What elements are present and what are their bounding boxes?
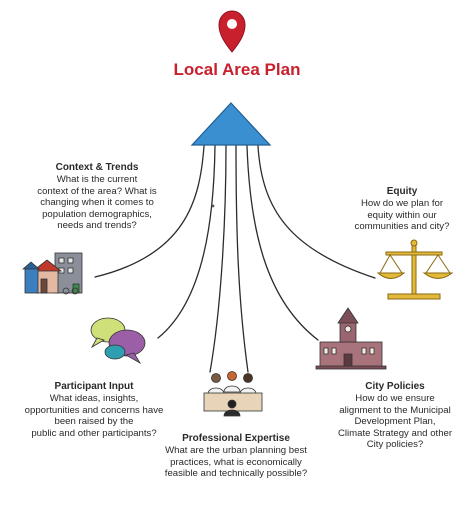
small-dot [211,204,215,208]
converging-lines [94,145,376,373]
block-text: What are the urban planning best practic… [164,445,308,480]
professional-expertise-block: Professional Expertise What are the urba… [141,433,331,480]
block-text: What ideas, insights, opportunities and … [24,393,164,439]
block-text: How do we plan for equity within our com… [354,198,450,233]
city-policies-block: City Policies How do we ensure alignment… [316,381,474,450]
block-heading: Equity [386,186,418,197]
houses-icon [21,252,83,295]
map-pin-icon [218,10,246,53]
meeting-people-icon [203,371,263,417]
participant-input-block: Participant Input What ideas, insights, … [4,381,184,439]
block-heading: Participant Input [54,381,134,392]
equity-block: Equity How do we plan for equity within … [330,186,474,233]
context-trends-block: Context & Trends What is the current con… [22,162,172,231]
page-title: Local Area Plan [173,60,301,79]
block-heading: Context & Trends [55,162,139,173]
city-hall-icon [315,307,387,370]
scales-icon [376,239,454,300]
block-heading: City Policies [365,381,425,392]
roof-triangle [190,102,272,146]
speech-bubbles-icon [90,317,146,365]
block-text: How do we ensure alignment to the Munici… [337,393,453,451]
block-text: What is the current context of the area?… [37,174,157,232]
block-heading: Professional Expertise [182,433,290,444]
